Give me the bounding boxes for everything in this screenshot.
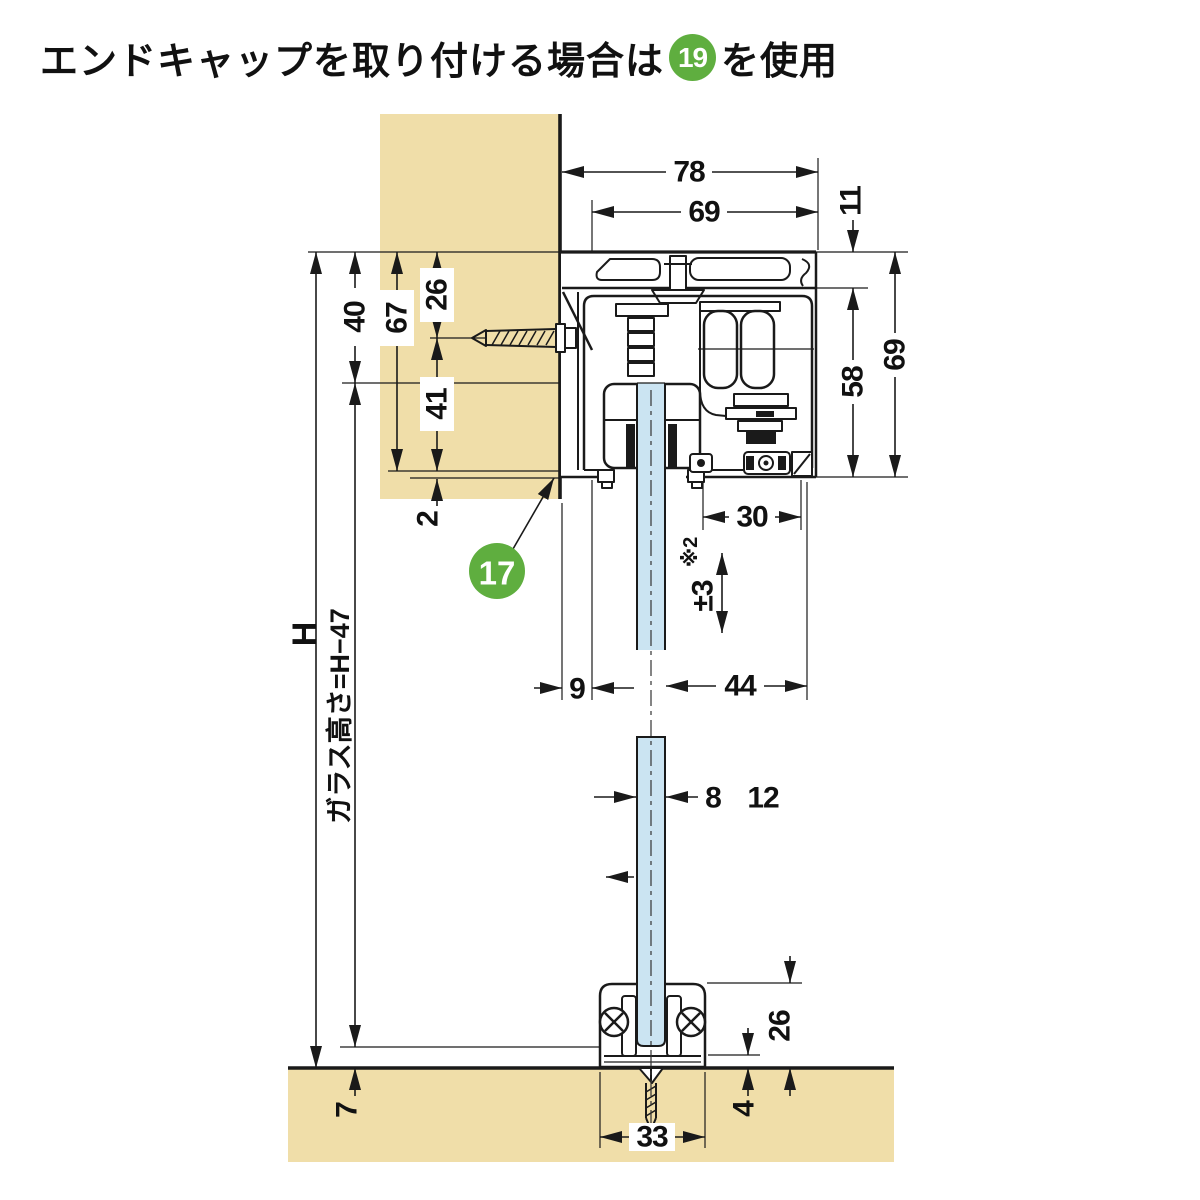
svg-text:78: 78 (673, 156, 705, 189)
dim-label-glass-height: ガラス高さ=H−47 (324, 608, 355, 824)
svg-text:44: 44 (724, 670, 757, 703)
cap-slot-left (595, 258, 661, 281)
guide-screw-left (598, 1006, 630, 1038)
page-title: エンドキャップを取り付ける場合は 19 を使用 (40, 30, 838, 85)
track-cavity-outline (582, 294, 814, 470)
clamp-jaw-left (626, 424, 635, 468)
dim-label-40: 40 (338, 288, 372, 346)
dim-label-4: 4 (728, 1100, 761, 1117)
svg-text:11: 11 (835, 186, 868, 216)
dim-label-26-bottom: 26 (763, 1002, 797, 1050)
clamp-jaw-right (668, 424, 677, 468)
carriage-washer (756, 411, 774, 417)
svg-text:67: 67 (381, 302, 414, 334)
guide-screw-right (675, 1006, 707, 1038)
dim-label-7: 7 (331, 1102, 364, 1118)
dim-label-69-right: 69 (878, 333, 912, 377)
part-19-number: 19 (677, 41, 708, 73)
part-17-number: 17 (479, 555, 516, 592)
roller-carriage (698, 301, 814, 444)
svg-text:41: 41 (421, 388, 454, 420)
dim-label-30: 30 (729, 501, 775, 534)
svg-text:69: 69 (879, 339, 912, 371)
svg-text:33: 33 (636, 1121, 668, 1154)
floor-wood-fill (288, 1068, 894, 1162)
bottom-guide-details (598, 995, 707, 1131)
svg-text:69: 69 (688, 196, 720, 229)
track-bottom-flanges (560, 451, 816, 489)
carriage-nut (746, 432, 776, 444)
svg-text:9: 9 (569, 673, 585, 706)
hanger-adjustment-bolt (615, 303, 669, 377)
floor-section (288, 1066, 894, 1162)
dim-label-12: 12 (747, 782, 779, 815)
part-17-callout: 17 (469, 477, 555, 599)
dim-label-33: 33 (629, 1121, 675, 1154)
dimension-labels: 40 67 26 41 2 H ガラス高さ=H−47 7 78 69 11 58… (286, 156, 912, 1154)
svg-text:58: 58 (837, 366, 870, 398)
wall-screw (471, 323, 577, 353)
svg-text:26: 26 (421, 279, 454, 311)
cap-end-hook (800, 258, 811, 287)
cap-slot-right (689, 257, 791, 281)
dim-label-26-left: 26 (420, 268, 454, 322)
part-17-badge (469, 543, 525, 599)
track-left-brace (561, 291, 594, 351)
dim-label-2: 2 (412, 511, 445, 527)
dim-label-44: 44 (716, 670, 764, 703)
title-text-after: を使用 (721, 41, 839, 83)
svg-text:30: 30 (736, 501, 768, 534)
dim-label-11: 11 (834, 182, 868, 220)
dim-label-41: 41 (420, 377, 454, 431)
dim-label-9: 9 (564, 673, 590, 706)
dim-label-adjust: ±3 (687, 580, 720, 611)
dim-label-78: 78 (666, 156, 712, 189)
svg-text:40: 40 (339, 301, 372, 333)
part-19-badge: 19 (669, 34, 717, 81)
svg-text:26: 26 (764, 1010, 797, 1042)
title-text-before: エンドキャップを取り付ける場合は (40, 41, 665, 83)
dim-label-69-top: 69 (681, 196, 727, 229)
part-17-leader-arrow (512, 477, 555, 550)
dim-label-adjust-note: ※2 (680, 537, 702, 568)
dim-label-58: 58 (836, 360, 870, 404)
dim-label-67: 67 (380, 290, 414, 346)
dim-label-8: 8 (705, 782, 721, 815)
dim-label-H: H (286, 622, 324, 647)
